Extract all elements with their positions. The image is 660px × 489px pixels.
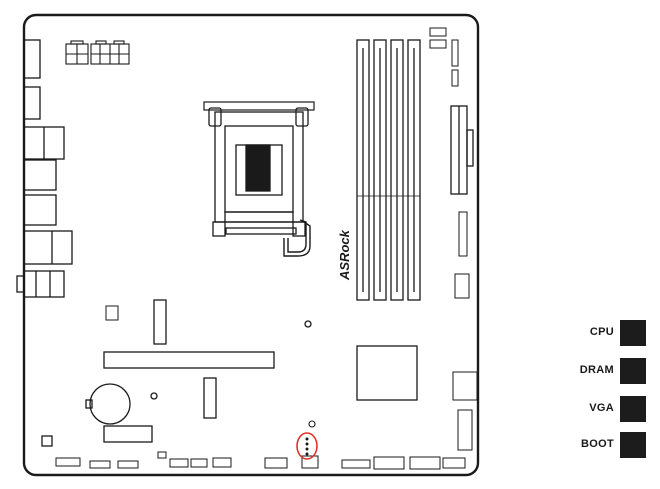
right-headers xyxy=(452,211,478,451)
led-indicator-dram xyxy=(620,358,646,384)
led-cpu: CPU xyxy=(560,320,646,346)
cpu-socket xyxy=(203,101,315,257)
led-indicator-boot xyxy=(620,432,646,458)
led-label-dram: DRAM xyxy=(579,364,614,376)
rear-io-ports xyxy=(16,39,73,298)
highlighted-header xyxy=(296,420,318,460)
led-label-cpu: CPU xyxy=(589,326,614,338)
red-circle-highlight-icon xyxy=(296,432,318,460)
led-dram: DRAM xyxy=(560,358,646,384)
led-label-boot: BOOT xyxy=(581,438,614,450)
atx-power-connector xyxy=(450,105,474,195)
led-indicator-cpu xyxy=(620,320,646,346)
cmos-battery xyxy=(85,383,131,425)
brand-logo: ASRock xyxy=(337,229,352,281)
led-vga: VGA xyxy=(560,396,646,422)
mount-hole xyxy=(304,320,312,328)
mount-hole xyxy=(150,392,158,400)
led-boot: BOOT xyxy=(560,432,646,458)
cpu-power-connectors xyxy=(65,40,130,65)
fan-headers-top xyxy=(429,27,459,87)
chipset xyxy=(356,345,418,401)
led-label-vga: VGA xyxy=(589,402,614,414)
expansion-slots xyxy=(103,299,275,443)
bottom-headers xyxy=(55,451,466,470)
small-component xyxy=(41,435,53,447)
led-indicator-vga xyxy=(620,396,646,422)
dimm-slots xyxy=(356,39,421,301)
